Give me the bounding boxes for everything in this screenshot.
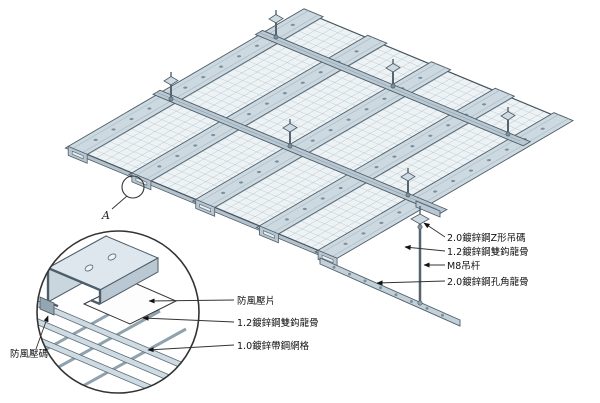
cross-runners	[153, 30, 549, 213]
leader-lines	[35, 222, 446, 353]
channel-hole	[107, 253, 117, 261]
label-z-hanger: 2.0鍍鋅鋼Z形吊碼	[447, 232, 526, 244]
rail-holes	[93, 23, 545, 245]
label-steel-mesh: 1.0鍍鋅帶鋼網格	[237, 340, 310, 352]
suspension-assembly	[319, 200, 461, 327]
channel-hole	[84, 264, 94, 272]
rod-nut	[417, 224, 423, 230]
detail-mesh-bars	[37, 295, 199, 393]
detail-marker-label: A	[101, 209, 110, 222]
ceiling-panel	[63, 8, 588, 267]
label-double-hook-runner: 1.2鍍鋅鋼雙鈎龍骨	[447, 246, 529, 258]
detail-marker-circle	[121, 175, 145, 199]
runner-end-stub	[415, 200, 441, 218]
detail-marker: A	[101, 175, 145, 222]
windproof-clamp	[39, 296, 55, 316]
leader-double-hook-runner	[404, 245, 446, 252]
leader-z-hanger	[423, 222, 446, 238]
detail-marker-tick	[111, 195, 128, 210]
leader-angle-runner	[376, 280, 446, 286]
detail-view	[36, 230, 200, 394]
label-wind-clamp: 防風壓碼	[10, 348, 48, 360]
leader-detail-runner	[142, 315, 235, 323]
label-angle-runner: 2.0鍍鋅鋼孔角龍骨	[447, 276, 529, 288]
angle-runner-holes	[332, 265, 444, 317]
z-hanger-clip	[410, 213, 430, 225]
detail-circle-border	[36, 230, 200, 394]
label-detail-runner: 1.2鍍鋅鋼雙鈎龍骨	[237, 317, 319, 329]
rod-nut	[417, 300, 423, 306]
leader-wind-clamp	[35, 315, 49, 350]
leader-steel-mesh	[147, 344, 235, 353]
label-m8-rod: M8吊杆	[447, 260, 481, 272]
leader-wind-plate	[148, 298, 235, 304]
perforated-angle-runner	[319, 257, 461, 327]
labels: 2.0鍍鋅鋼Z形吊碼 1.2鍍鋅鋼雙鈎龍骨 M8吊杆 2.0鍍鋅鋼孔角龍骨 防風…	[10, 232, 529, 360]
label-wind-plate: 防風壓片	[237, 295, 275, 307]
